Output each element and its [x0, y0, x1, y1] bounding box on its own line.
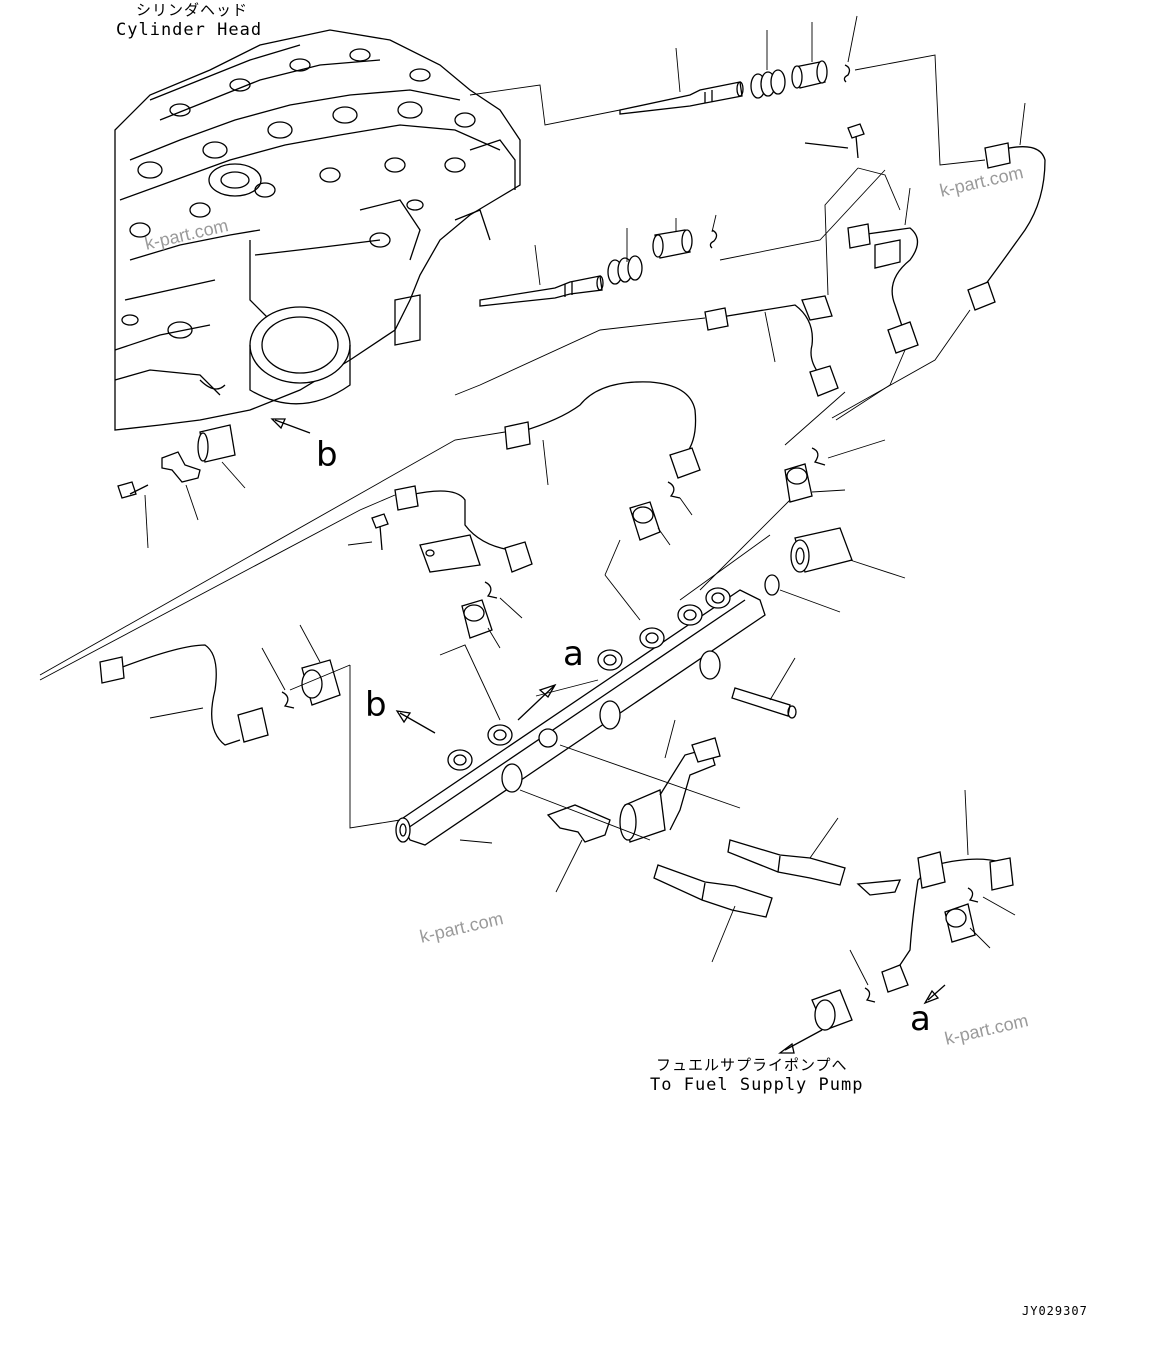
- marker-b-rail: b: [365, 685, 387, 725]
- cylinder-head-label-en: Cylinder Head: [116, 20, 263, 40]
- nut-a: [784, 463, 846, 503]
- clamp-plate: [161, 451, 201, 521]
- leader-cylinder-head: [469, 84, 621, 126]
- common-rail: [395, 587, 766, 846]
- cylinder-head-label-jp: シリンダヘッド: [136, 1, 249, 19]
- bolt-left: [117, 481, 149, 549]
- injector-lower: [479, 275, 604, 307]
- cylinder-head-assembly: [114, 29, 521, 431]
- seal-spring-lower: [607, 255, 643, 285]
- supply-pipe: [856, 789, 1014, 993]
- nut-c: [461, 599, 501, 649]
- sleeve-upper: [791, 60, 828, 89]
- pipe-2: [847, 187, 919, 354]
- clip-upper: [843, 64, 851, 83]
- clip-supply-upper: [967, 887, 979, 903]
- nut-b: [629, 501, 671, 546]
- pipe-6: [99, 644, 269, 746]
- injector-upper: [619, 81, 744, 115]
- nut-supply-upper: [944, 903, 991, 949]
- pressure-sensor: [619, 719, 721, 843]
- clip-b: [667, 481, 681, 499]
- seal-spring-upper: [750, 69, 786, 99]
- nut-supply-lower: [811, 989, 853, 1031]
- pipe-3: [704, 295, 839, 397]
- stud-bolt-long-left: [653, 864, 773, 963]
- fuel-pump-label-en: To Fuel Supply Pump: [650, 1075, 864, 1095]
- bolt-mid: [347, 513, 389, 551]
- marker-b-upper: b: [316, 435, 338, 475]
- clip-c: [484, 581, 498, 599]
- pipe-5: [394, 485, 533, 573]
- pipe-4: [504, 381, 701, 486]
- spacer-sleeve: [197, 424, 246, 489]
- stud-bolt-right: [731, 657, 797, 719]
- bolt-top: [804, 123, 865, 159]
- clip-a: [811, 447, 826, 466]
- marker-a-rail: a: [563, 634, 584, 674]
- gasket-ring: [764, 574, 841, 613]
- sleeve-lower: [652, 229, 693, 259]
- clip-d: [281, 691, 295, 709]
- marker-a-lower: a: [910, 999, 931, 1039]
- nut-d: [299, 624, 341, 706]
- stud-bolt-long-right: [727, 817, 846, 886]
- clip-supply-lower: [864, 987, 876, 1003]
- pressure-limiter: [790, 527, 906, 579]
- bracket-clip: [546, 804, 611, 893]
- clip-lower: [709, 229, 718, 249]
- pipe-1: [967, 102, 1046, 311]
- drawing-code: JY029307: [1022, 1304, 1088, 1318]
- fuel-pump-label-jp: フュエルサプライポンプへ: [656, 1056, 848, 1074]
